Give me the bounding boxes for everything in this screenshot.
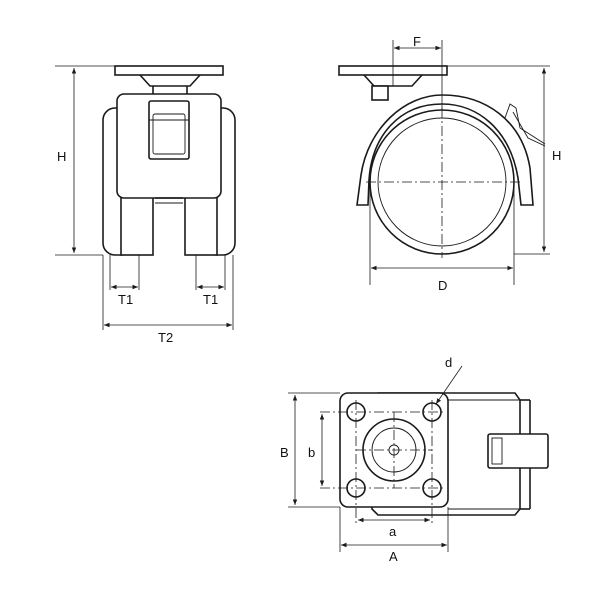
top-a-outer-label: A <box>389 549 398 564</box>
top-b-inner-label: b <box>308 445 315 460</box>
top-a-inner-label: a <box>389 524 397 539</box>
front-t2-label: T2 <box>158 330 173 345</box>
front-view: H T1 T1 T2 <box>55 65 236 345</box>
top-b-outer-label: B <box>280 445 289 460</box>
front-left-leg <box>120 196 154 256</box>
front-height-label: H <box>57 149 66 164</box>
front-top-plate <box>114 65 224 76</box>
side-hood <box>356 94 534 206</box>
side-diameter-label: D <box>438 278 447 293</box>
side-brake-lever <box>504 103 546 145</box>
side-height-label: H <box>552 148 561 163</box>
top-hole-label: d <box>445 355 452 370</box>
front-brake-pedal <box>148 100 190 160</box>
front-right-leg <box>184 196 218 256</box>
front-t1-left-label: T1 <box>118 292 133 307</box>
side-view: F H D <box>338 34 561 293</box>
side-offset-label: F <box>413 34 421 49</box>
front-t1-right-label: T1 <box>203 292 218 307</box>
top-view: d B b a A <box>280 355 549 564</box>
top-brake-pedal <box>487 433 549 469</box>
